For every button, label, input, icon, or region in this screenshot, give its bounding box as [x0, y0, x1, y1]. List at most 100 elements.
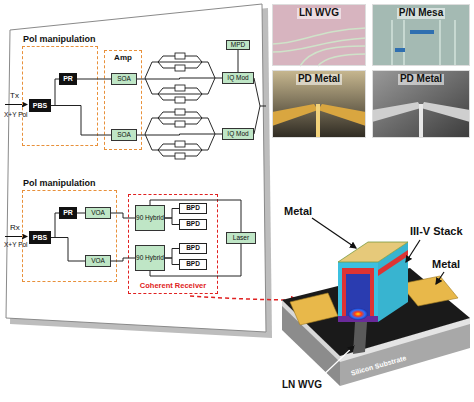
- node-text: IQ Mod: [227, 131, 248, 138]
- micrograph-pd-metal: [272, 70, 366, 138]
- waveguide-connector: [111, 213, 135, 218]
- group-heading: Amp: [105, 54, 141, 62]
- group-heading: Pol manipulation: [23, 179, 96, 188]
- micrograph-background: [272, 70, 366, 138]
- component-box: MPD: [226, 40, 250, 50]
- node-text: PR: [63, 75, 73, 82]
- text-label: Rx: [10, 224, 20, 232]
- phase-shifter: [175, 121, 185, 127]
- phase-shifter: [175, 97, 185, 103]
- detector-box: BPD: [179, 259, 207, 270]
- group-heading: Coherent Receiver: [129, 282, 217, 290]
- node-text: LN WVG: [297, 8, 341, 19]
- node-text: VOA: [91, 258, 105, 265]
- waveguide-trace: [272, 28, 366, 66]
- phase-shifters: [175, 53, 185, 159]
- component-box: 90 Hybrid: [135, 245, 165, 271]
- waveguide-connector: [137, 134, 222, 135]
- detector-box: BPD: [179, 243, 207, 254]
- micrograph-background: [372, 4, 470, 66]
- text-label: Silicon Substrate: [350, 354, 407, 376]
- mesa-pad: [395, 48, 405, 52]
- text-label: LN WVG: [282, 380, 322, 390]
- group-heading: Pol manipulation: [23, 35, 96, 44]
- text-label: III-V Stack: [410, 226, 463, 237]
- micrograph-background: [272, 4, 366, 66]
- component-box: 90 Hybrid: [135, 205, 165, 231]
- metal-electrode: [316, 104, 320, 138]
- waveguide-connector: [150, 244, 241, 276]
- waveguide-connector: [165, 209, 179, 219]
- waveguide-connector: [51, 106, 111, 136]
- component-box: PBS: [29, 99, 51, 112]
- component-box: SOA: [111, 73, 137, 85]
- node-text: IQ Mod: [227, 75, 248, 82]
- node-text: BPD: [186, 205, 200, 212]
- ln-waveguide: [353, 322, 367, 354]
- waveguide-connector: [150, 200, 241, 232]
- text-label: X+Y Pol: [4, 242, 28, 249]
- node-text: SOA: [117, 132, 131, 139]
- stack-layer: [342, 268, 374, 322]
- component-box: PR: [59, 207, 77, 219]
- text-label: Metal: [432, 259, 460, 270]
- group-box: Pol manipulationPBSPRVOAVOA: [22, 190, 117, 282]
- device-3d: [282, 218, 470, 386]
- metal-pad: [400, 276, 458, 306]
- node-text: MPD: [231, 42, 245, 49]
- metal-electrode: [372, 102, 421, 122]
- micrograph-panel: P/N Mesa: [372, 4, 470, 66]
- component-box: Laser: [226, 232, 256, 244]
- micrograph-panel: PD Metal: [372, 70, 470, 138]
- leader-arrow: [436, 272, 444, 284]
- component-box: VOA: [85, 255, 111, 267]
- micrograph-pd-metal-sem: [372, 70, 470, 138]
- stack-layer: [346, 274, 370, 322]
- metal-electrode: [419, 104, 423, 138]
- micrograph-pn-mesa: [372, 4, 470, 66]
- node-text: Laser: [233, 235, 249, 242]
- node-text: 90 Hybrid: [136, 215, 164, 222]
- waveguide-connector: [111, 258, 135, 261]
- zoom-callout-arrow: [190, 296, 298, 300]
- input-arrow: [5, 104, 27, 105]
- detector-box: BPD: [179, 203, 207, 214]
- text-label: Metal: [284, 206, 312, 217]
- outer-mzm: [145, 62, 215, 94]
- micrograph-background: [372, 70, 470, 138]
- waveguide-connector: [165, 249, 179, 259]
- mesa-trace: [392, 20, 455, 66]
- waveguide-connector: [51, 238, 85, 262]
- top-metal: [338, 242, 408, 262]
- text-label: Tx: [10, 92, 19, 100]
- node-text: VOA: [91, 210, 105, 217]
- node-text: PBS: [33, 234, 47, 241]
- detector-box: BPD: [179, 219, 207, 230]
- mzm-structure: [145, 56, 266, 156]
- metal-electrode: [421, 102, 470, 122]
- node-text: P/N Mesa: [397, 8, 445, 19]
- leader-arrow: [406, 240, 420, 262]
- node-text: PR: [63, 209, 73, 216]
- stack-front: [338, 262, 378, 322]
- receiver-group: Coherent Receiver90 Hybrid90 HybridBPDBP…: [128, 194, 218, 294]
- phase-shifter: [175, 153, 185, 159]
- component-box: IQ Mod: [222, 72, 254, 84]
- optical-mode: [348, 308, 368, 320]
- input-arrow: [5, 236, 27, 237]
- micrograph-panel: LN WVG: [272, 4, 366, 66]
- schematic-panel: [6, 4, 266, 332]
- phase-shifter: [175, 65, 185, 71]
- phase-shifter: [175, 53, 185, 59]
- leader-arrow: [318, 346, 354, 380]
- metal-electrode: [272, 104, 318, 126]
- component-box: PBS: [29, 231, 51, 244]
- waveguide-connector: [51, 79, 59, 106]
- output-combiner: [254, 78, 266, 134]
- node-text: PD Metal: [398, 74, 444, 85]
- waveguide-connector: [51, 213, 59, 238]
